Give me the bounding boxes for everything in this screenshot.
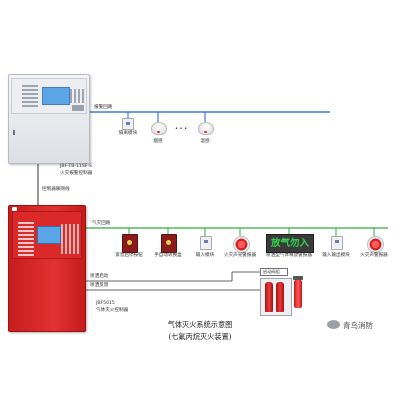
- extinguishing-cylinder-icon: [294, 280, 302, 308]
- extinguishing-cylinder-icon: [276, 282, 284, 312]
- gas-controller-name: 气体灭火控制器: [96, 308, 129, 313]
- watermark-text: 青鸟消防: [343, 321, 373, 330]
- cylinder-cabinet-icon: [260, 278, 292, 316]
- printer-icon: [72, 105, 84, 111]
- device-label-switch: 手自动转换盒: [154, 253, 182, 258]
- controller-network-label: 控制器联网线: [42, 187, 70, 192]
- sign-text: 放气勿入: [270, 238, 309, 249]
- alarm-controller-model: JBF-TB-11SF-S: [60, 164, 92, 169]
- gas-control-panel: [12, 211, 82, 259]
- device-label-sign: 喷洒型气体释放警报器: [266, 253, 312, 258]
- gas-extinguishing-controller-cabinet: [8, 205, 86, 332]
- gas-release-warning-sign-icon: 放气勿入: [266, 234, 314, 253]
- keypad-icon: [22, 85, 38, 107]
- caption-title: 气体灭火系统示意图: [167, 320, 233, 329]
- device-label-emergency: 紧急启停按钮: [115, 253, 143, 258]
- indicator-panel-icon: [70, 89, 84, 103]
- valve-box-label: 启动阀组: [263, 268, 280, 274]
- isolator-label: 隔离模块: [118, 131, 138, 136]
- device-label-io: 输入输出模块: [322, 253, 350, 258]
- isolator-module-icon: [122, 118, 134, 130]
- cylinder-valve-icon: [293, 276, 303, 280]
- caption-subtitle: (七氟丙烷灭火装置): [168, 332, 232, 341]
- gas-controller-model: JBF5015: [96, 301, 115, 306]
- device-label-strobe: 火灾声光警报器: [223, 253, 257, 258]
- emergency-start-stop-button-icon: [122, 234, 138, 253]
- smoke-detector-label: 烟感: [153, 139, 163, 144]
- indicator-panel-icon: [61, 224, 79, 254]
- extinguishing-cylinder-icon: [265, 282, 273, 312]
- smoke-detector-icon: [151, 122, 167, 135]
- heat-detector-icon: [198, 122, 214, 135]
- io-module-icon: [331, 236, 343, 250]
- keypad-icon: [18, 222, 34, 256]
- lcd-screen-icon: [37, 226, 61, 244]
- input-module-icon: [200, 236, 212, 250]
- ellipsis: • • •: [175, 126, 188, 132]
- fire-sounder-icon: [367, 236, 384, 253]
- alarm-controller-name: 火灾报警控制器: [60, 171, 93, 176]
- fire-sounder-strobe-icon: [233, 236, 250, 253]
- spray-feedback-label: 喷洒反馈: [90, 283, 109, 288]
- alarm-loop-label: 报警回路: [94, 105, 113, 110]
- start-valve-box: 启动阀组: [260, 268, 288, 276]
- heat-detector-label: 温感: [200, 139, 210, 144]
- spray-start-label: 喷洒启动: [90, 274, 109, 279]
- device-label-sounder: 火灾声警报器: [360, 253, 388, 258]
- fire-alarm-controller-cabinet: [8, 74, 90, 164]
- manual-auto-switch-box-icon: [161, 234, 177, 253]
- device-label-input: 输入模块: [195, 253, 215, 258]
- alarm-control-panel: [11, 78, 87, 114]
- fire-loop-label: 气灭回路: [92, 221, 111, 226]
- brand-logo-icon: [12, 207, 17, 211]
- cabinet-lock-icon: [13, 130, 15, 135]
- lcd-screen-icon: [42, 87, 70, 105]
- wechat-icon: [327, 320, 340, 329]
